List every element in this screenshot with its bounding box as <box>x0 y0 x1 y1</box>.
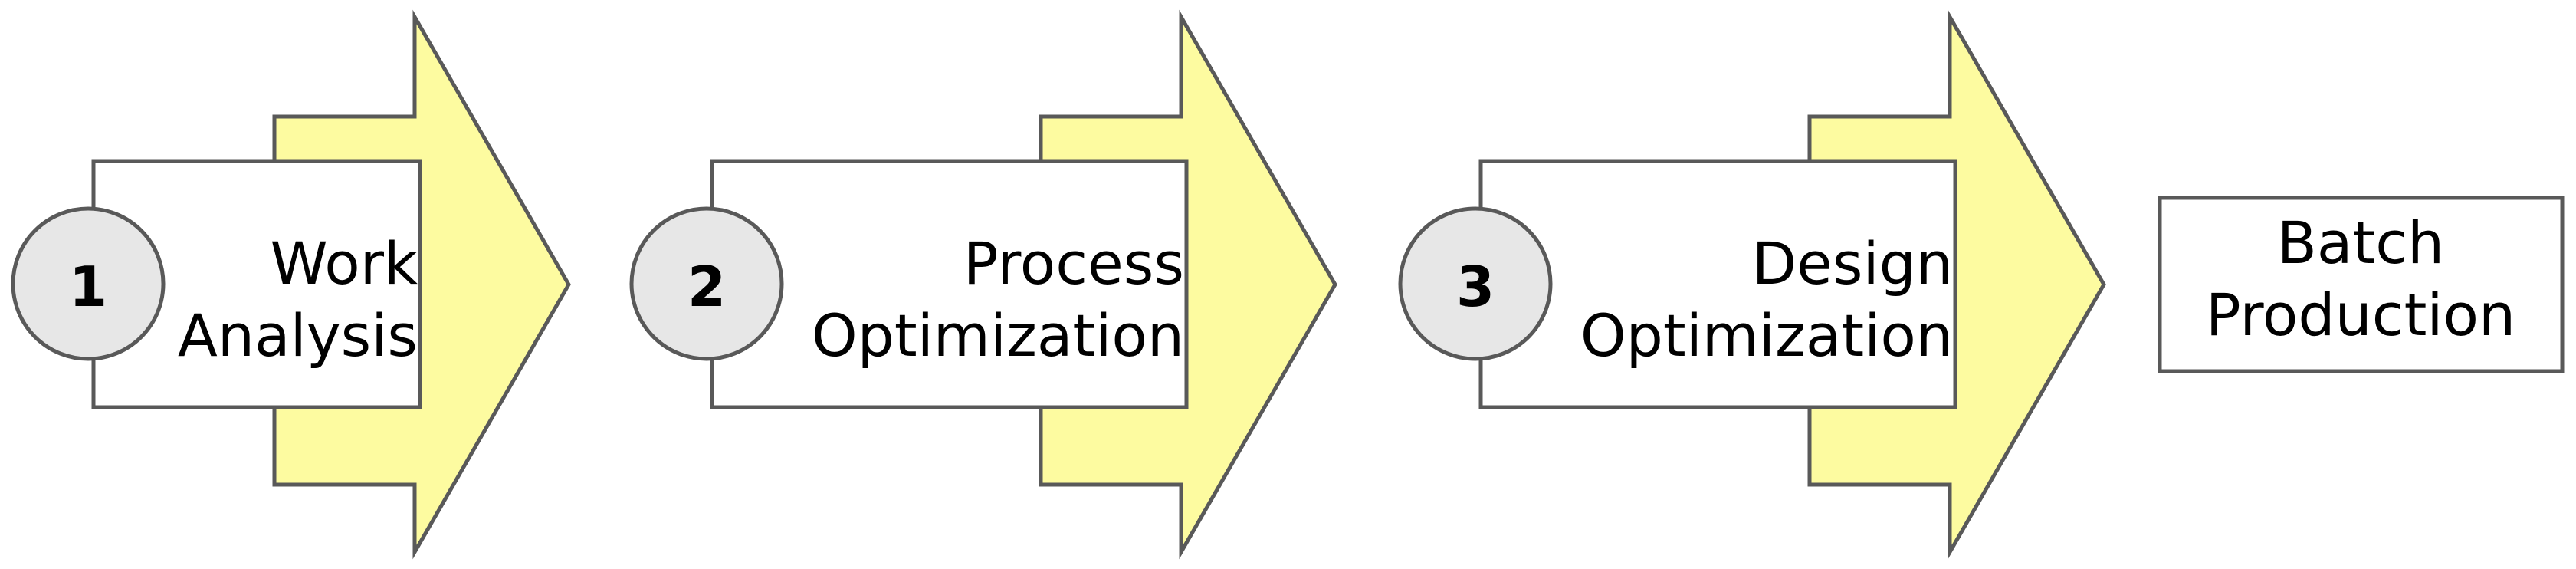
stage-2-label-line1: Process <box>963 229 1184 298</box>
stage-3-label-line2: Optimization <box>1580 301 1953 370</box>
stage-3-box[interactable] <box>1478 159 1957 409</box>
batch-production-label-line1: Batch <box>2277 209 2444 277</box>
stage-2-label-line2: Optimization <box>812 301 1184 370</box>
stage-2-group[interactable]: 2 Process Optimization <box>629 9 1337 560</box>
stage-1-label-line1: Work <box>271 229 418 298</box>
stage-2-box[interactable] <box>710 159 1189 409</box>
terminal-group[interactable]: Batch Production <box>2158 196 2565 373</box>
stage-1-label-line2: Analysis <box>178 301 418 370</box>
stage-1-number-label: 1 <box>69 255 107 319</box>
batch-production-label-line2: Production <box>2206 281 2515 349</box>
stage-2-number-circle[interactable] <box>629 206 784 361</box>
stage-3-number-circle[interactable] <box>1398 206 1553 361</box>
stage-3-group[interactable]: 3 Design Optimization <box>1398 9 2106 560</box>
stage-1-group[interactable]: 1 Work Analysis <box>11 9 571 560</box>
batch-production-box[interactable] <box>2158 196 2565 373</box>
stage-3-label-line1: Design <box>1752 229 1953 298</box>
stage-2-number-label: 2 <box>687 255 726 319</box>
stage-3-number-label: 3 <box>1456 255 1495 319</box>
stage-1-number-circle[interactable] <box>11 206 166 361</box>
